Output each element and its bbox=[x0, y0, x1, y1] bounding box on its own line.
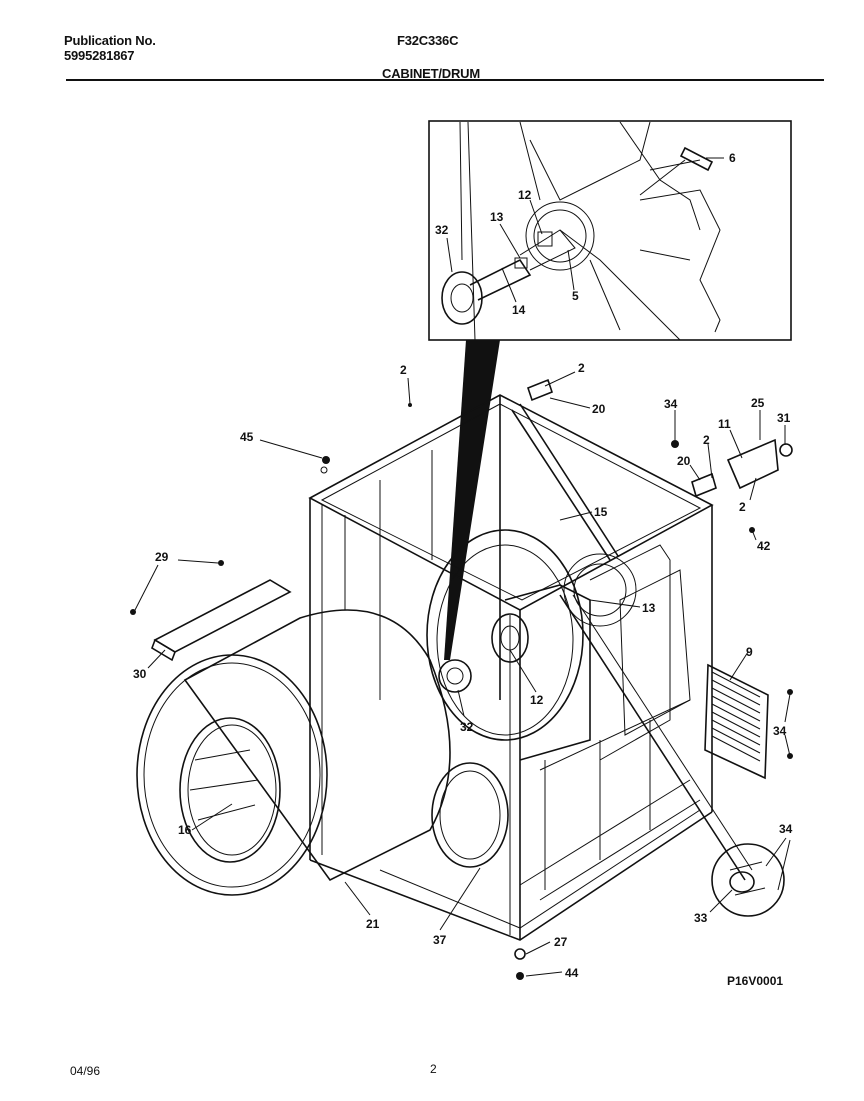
callout-12: 12 bbox=[530, 693, 544, 707]
access-panel bbox=[704, 663, 769, 780]
publication-number: 5995281867 bbox=[64, 48, 135, 63]
inset-detail: 6 12 13 32 14 5 bbox=[428, 120, 792, 341]
callout-13: 13 bbox=[490, 210, 504, 224]
model-number: F32C336C bbox=[397, 33, 459, 48]
callout-2: 2 bbox=[739, 500, 746, 514]
callout-27: 27 bbox=[554, 935, 568, 949]
callout-31: 31 bbox=[777, 411, 791, 425]
callout-2: 2 bbox=[578, 361, 585, 375]
main-callouts: 2 2 20 34 25 11 31 2 20 2 42 45 15 29 13… bbox=[133, 361, 793, 980]
callout-30: 30 bbox=[133, 667, 147, 681]
callout-37: 37 bbox=[433, 933, 447, 947]
callout-14: 14 bbox=[512, 303, 526, 317]
callout-45: 45 bbox=[240, 430, 254, 444]
callout-29: 29 bbox=[155, 550, 169, 564]
page-number: 2 bbox=[430, 1062, 437, 1076]
callout-16: 16 bbox=[178, 823, 192, 837]
callout-12: 12 bbox=[518, 188, 532, 202]
drawing-id: P16V0001 bbox=[727, 974, 784, 988]
header-rule bbox=[66, 79, 824, 81]
callout-2: 2 bbox=[400, 363, 407, 377]
callout-33: 33 bbox=[694, 911, 708, 925]
callout-42: 42 bbox=[757, 539, 771, 553]
callout-11: 11 bbox=[718, 417, 731, 431]
callout-25: 25 bbox=[751, 396, 765, 410]
drum bbox=[136, 609, 509, 896]
callout-34: 34 bbox=[664, 397, 678, 411]
publication-label: Publication No. bbox=[64, 33, 156, 48]
callout-32: 32 bbox=[460, 720, 474, 734]
callout-34: 34 bbox=[779, 822, 793, 836]
motor-detail bbox=[711, 843, 785, 917]
callout-20: 20 bbox=[592, 402, 606, 416]
section-title: CABINET/DRUM bbox=[382, 66, 480, 81]
callout-34: 34 bbox=[773, 724, 787, 738]
callout-32: 32 bbox=[435, 223, 449, 237]
detail-projection bbox=[444, 340, 500, 660]
cabinet-frame bbox=[308, 394, 753, 941]
callout-6: 6 bbox=[729, 151, 736, 165]
toe-kick bbox=[151, 579, 292, 662]
callout-9: 9 bbox=[746, 645, 753, 659]
footer-date: 04/96 bbox=[70, 1064, 101, 1078]
callout-13: 13 bbox=[642, 601, 656, 615]
callout-20: 20 bbox=[677, 454, 691, 468]
callout-5: 5 bbox=[572, 289, 579, 303]
callout-15: 15 bbox=[594, 505, 608, 519]
callout-2: 2 bbox=[703, 433, 710, 447]
callout-21: 21 bbox=[366, 917, 380, 931]
callout-44: 44 bbox=[565, 966, 579, 980]
